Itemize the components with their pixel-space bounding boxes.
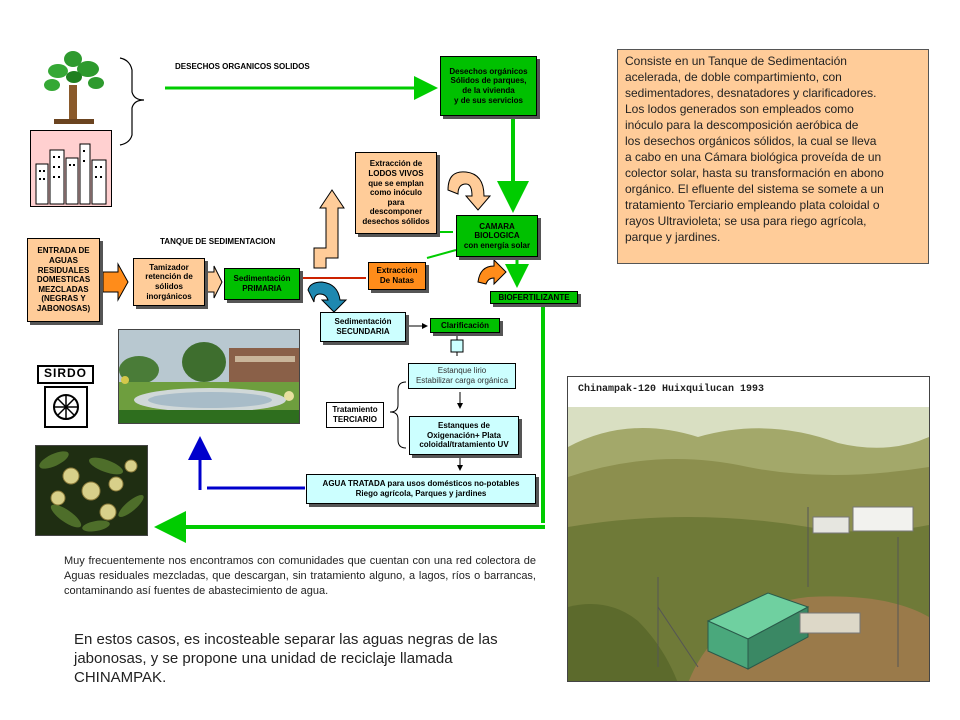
proposal-paragraph: En estos casos, es incosteable separar l… <box>74 631 498 686</box>
curved-arrow-natas <box>477 258 507 286</box>
box-oxygenation-ponds: Estanques de Oxigenación+ Plata coloidal… <box>409 416 519 455</box>
box-solid-organic-waste: Desechos orgánicos Sólidos de parques, d… <box>440 56 537 116</box>
description-line: acelerada, de doble compartimiento, con <box>625 70 842 84</box>
tree-icon <box>44 51 104 124</box>
bracket <box>119 57 145 146</box>
description-line: Consiste en un Tanque de Sedimentación <box>625 54 847 68</box>
box-biological-chamber: CAMARA BIOLOGICA con energía solar <box>456 215 538 257</box>
description-line: los desechos orgánicos sólidos, la cual … <box>625 134 877 148</box>
description-line: tratamiento Terciario empleando plata co… <box>625 198 880 212</box>
block-arrow-up <box>313 189 345 269</box>
chinampak-site-photo: Chinampak-120 Huixquilucan 1993 <box>567 376 930 682</box>
box-wastewater-entry: ENTRADA DE AGUAS RESIDUALES DOMESTICAS M… <box>27 238 100 322</box>
box-clarification: Clarificación <box>430 318 500 333</box>
sirdo-logo-icon: SIRDO <box>37 365 94 428</box>
fruit-plant-image <box>35 445 148 536</box>
box-primary-sedimentation: Sedimentación PRIMARIA <box>224 268 300 300</box>
arrow-block-1 <box>450 339 464 353</box>
description-box: Consiste en un Tanque de Sedimentación a… <box>617 49 929 264</box>
box-secondary-sedimentation: Sedimentación SECUNDARIA <box>320 312 406 342</box>
photo-caption: Chinampak-120 Huixquilucan 1993 <box>578 384 765 395</box>
section-label-tank: TANQUE DE SEDIMENTACION <box>160 237 276 246</box>
box-lily-pond: Estanque lirio Estabilizar carga orgánic… <box>408 363 516 389</box>
description-line: rayos Ultravioleta; se usa para riego ag… <box>625 214 867 228</box>
box-biofertilizer: BIOFERTILIZANTE <box>490 291 578 304</box>
line-natas-camara <box>426 249 457 259</box>
description-line: inóculo para la descomposición aeróbica … <box>625 118 859 132</box>
box-live-sludge-extraction: Extracción de LODOS VIVOS que se emplan … <box>355 152 437 234</box>
box-tertiary-treatment: Tratamiento TERCIARIO <box>326 402 384 428</box>
block-arrow-2 <box>206 265 223 299</box>
intro-paragraph: Muy frecuentemente nos encontramos con c… <box>64 555 536 597</box>
site-landscape <box>568 407 929 681</box>
city-buildings-icon <box>30 130 112 207</box>
sirdo-logo-text: SIRDO <box>37 365 94 384</box>
block-arrow-1 <box>102 262 129 302</box>
section-label-solid-waste: DESECHOS ORGANICOS SOLIDOS <box>175 62 310 71</box>
sirdo-emblem <box>44 386 88 428</box>
description-line: parque y jardines. <box>625 230 721 244</box>
description-line: sedimentadores, desnatadores y clarifica… <box>625 86 877 100</box>
curved-arrow-secundaria <box>307 281 348 313</box>
box-treated-water: AGUA TRATADA para usos domésticos no-pot… <box>306 474 536 504</box>
description-line: a cabo en una Cámara biológica proveída … <box>625 150 882 164</box>
box-scum-extraction: Extracción De Natas <box>368 262 426 290</box>
description-line: orgánico. El efluente del sistema se som… <box>625 182 884 196</box>
fountain-garden-image <box>118 329 300 424</box>
curved-arrow-icon <box>447 171 492 211</box>
box-screen-filter: Tamizador retención de sólidos inorgánic… <box>133 258 205 306</box>
tertiary-brace <box>389 381 407 449</box>
description-line: Los lodos generados son empleados como <box>625 102 854 116</box>
description-line: colector solar, hasta su transformación … <box>625 166 884 180</box>
